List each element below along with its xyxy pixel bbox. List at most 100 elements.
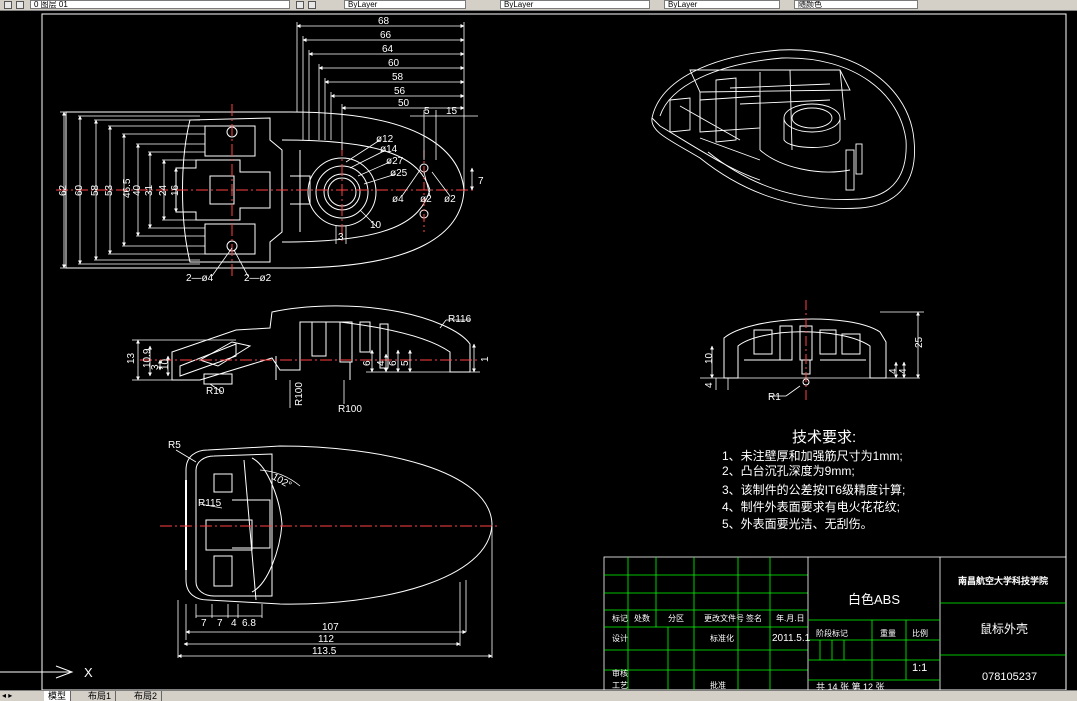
dim-62: 62 [58, 184, 69, 196]
label-r1: R1 [768, 392, 781, 403]
dim-56: 56 [394, 86, 406, 97]
tab-model[interactable]: 模型 [44, 691, 72, 701]
tb-sheets: 共 14 张 第 12 张 [816, 681, 885, 690]
tb-date: 2011.5.1 [772, 633, 811, 644]
label-d25: ø25 [390, 168, 408, 179]
tb-row-label-2: 处数 [634, 613, 650, 623]
label-r116: R116 [448, 314, 472, 325]
dim-1: 1 [480, 356, 491, 362]
tb-drawing-no: 078105237 [982, 671, 1037, 683]
dim-4-front-c: 4 [898, 368, 909, 374]
label-r10: R10 [206, 386, 225, 397]
bulb-icon[interactable] [16, 1, 24, 9]
dim-10-front: 10 [704, 352, 715, 364]
dim-15: 15 [446, 106, 458, 117]
tb-row-label-5: 签名 [746, 613, 762, 623]
dim-4-bottom: 4 [231, 618, 237, 629]
label-d12: ø12 [376, 134, 394, 145]
dim-10: 10 [370, 220, 382, 231]
dim-6-8: 6.8 [242, 618, 256, 629]
lineweight-select[interactable]: ByLayer [500, 0, 650, 9]
layer-icon[interactable] [4, 1, 12, 9]
bottom-view: R5 R115 102° 7 7 4 6.8 107 112 113.5 [160, 440, 500, 658]
dim-13: 13 [126, 352, 137, 364]
dim-40: 40 [132, 184, 143, 196]
dim-50: 50 [398, 98, 410, 109]
match-layer-icon[interactable] [308, 1, 316, 9]
dim-5-side: 5 [400, 360, 411, 366]
dim-7: 7 [478, 176, 484, 187]
dim-3: 3 [338, 232, 344, 243]
dim-68: 68 [378, 16, 390, 27]
dim-53: 53 [104, 184, 115, 196]
dim-16: 16 [170, 184, 181, 196]
tb-row-label-4: 更改文件号 [704, 613, 744, 623]
linetype-select[interactable]: ByLayer [344, 0, 466, 9]
dim-6b: 6 [388, 360, 399, 366]
isometric-view [651, 49, 915, 209]
dim-4-front-b: 4 [888, 368, 899, 374]
dim-5: 5 [424, 106, 430, 117]
tb-row-label-6: 年.月.日 [776, 613, 804, 623]
tb-label-weight: 重量 [880, 628, 896, 638]
dim-58b: 58 [90, 184, 101, 196]
dim-10-side: 10 [160, 358, 171, 370]
drawing-border [41, 13, 1067, 690]
technical-notes: 技术要求: 1、未注壁厚和加强筋尺寸为1mm; 2、凸台沉孔深度为9mm; 3、… [722, 429, 905, 531]
dim-60: 60 [388, 58, 400, 69]
tb-scale: 1:1 [912, 662, 927, 674]
tab-layout2[interactable]: 布局2 [130, 691, 163, 701]
tb-label-design: 设计 [612, 633, 628, 643]
ucs-icon: X [0, 665, 93, 680]
color-select[interactable]: ByLayer [664, 0, 780, 9]
dim-3-side: 3 [150, 364, 161, 370]
dim-113-5: 113.5 [312, 646, 337, 657]
toolbar-left: 0 图层 01 [0, 0, 322, 10]
label-2-d4: 2—ø4 [186, 273, 214, 284]
tab-layout1[interactable]: 布局1 [84, 691, 117, 701]
layer-prev-icon[interactable] [296, 1, 304, 9]
dim-6a: 6 [362, 360, 373, 366]
notes-item-5: 5、外表面要光洁、无刮伤。 [722, 517, 873, 531]
tb-row-label-3: 分区 [668, 614, 684, 623]
dim-24: 24 [158, 184, 169, 196]
side-section-view: R116 R10 R100 R100 13 10.9 3 10 6 4 6 5 … [126, 305, 491, 415]
dim-60b: 60 [74, 184, 85, 196]
tab-nav-arrows-icon[interactable]: ◂ ▸ [2, 691, 13, 700]
dim-7b: 7 [217, 618, 223, 629]
dim-66: 66 [380, 30, 392, 41]
label-d2b: ø2 [444, 194, 456, 205]
dim-10-9: 10.9 [142, 348, 153, 368]
plotstyle-select[interactable]: 随颜色 [794, 0, 918, 9]
label-r115: R115 [198, 498, 222, 509]
tb-label-process: 工艺 [612, 681, 628, 690]
label-d27: ø27 [386, 156, 404, 167]
notes-item-4: 4、制件外表面要求有电火花花纹; [722, 499, 900, 514]
label-r5: R5 [168, 440, 181, 451]
notes-item-2: 2、凸台沉孔深度为9mm; [722, 463, 855, 478]
dim-58: 58 [392, 72, 404, 83]
dim-107: 107 [322, 622, 339, 633]
label-d14: ø14 [380, 144, 398, 155]
dim-4-front-a: 4 [704, 382, 715, 388]
layout-tabbar: ◂ ▸ 模型 布局1 布局2 [0, 690, 1077, 701]
tb-label-standard: 标准化 [710, 633, 734, 643]
tb-label-stage: 阶段标记 [816, 628, 848, 638]
dim-64: 64 [382, 44, 394, 55]
notes-title: 技术要求: [792, 429, 856, 446]
layer-select[interactable]: 0 图层 01 [30, 0, 290, 9]
tb-label-approve: 批准 [710, 680, 726, 690]
notes-item-1: 1、未注壁厚和加强筋尺寸为1mm; [722, 448, 903, 463]
tb-part-name: 鼠标外壳 [980, 622, 1028, 636]
dim-7a: 7 [201, 618, 207, 629]
tb-row-label-1: 标记 [612, 613, 628, 623]
label-d2a: ø2 [420, 194, 432, 205]
dim-31: 31 [144, 184, 155, 196]
ucs-x-label: X [84, 665, 93, 680]
front-section-view: 25 10 4 4 4 R1 [700, 300, 925, 403]
notes-item-3: 3、该制件的公差按IT6级精度计算; [722, 482, 905, 497]
tb-label-review: 审核 [612, 668, 628, 678]
tb-material: 白色ABS [848, 592, 900, 607]
cad-drawing-canvas[interactable]: 68 66 64 60 58 56 50 5 15 ø12 ø14 ø27 ø2… [0, 10, 1077, 690]
dim-4: 4 [376, 360, 387, 366]
